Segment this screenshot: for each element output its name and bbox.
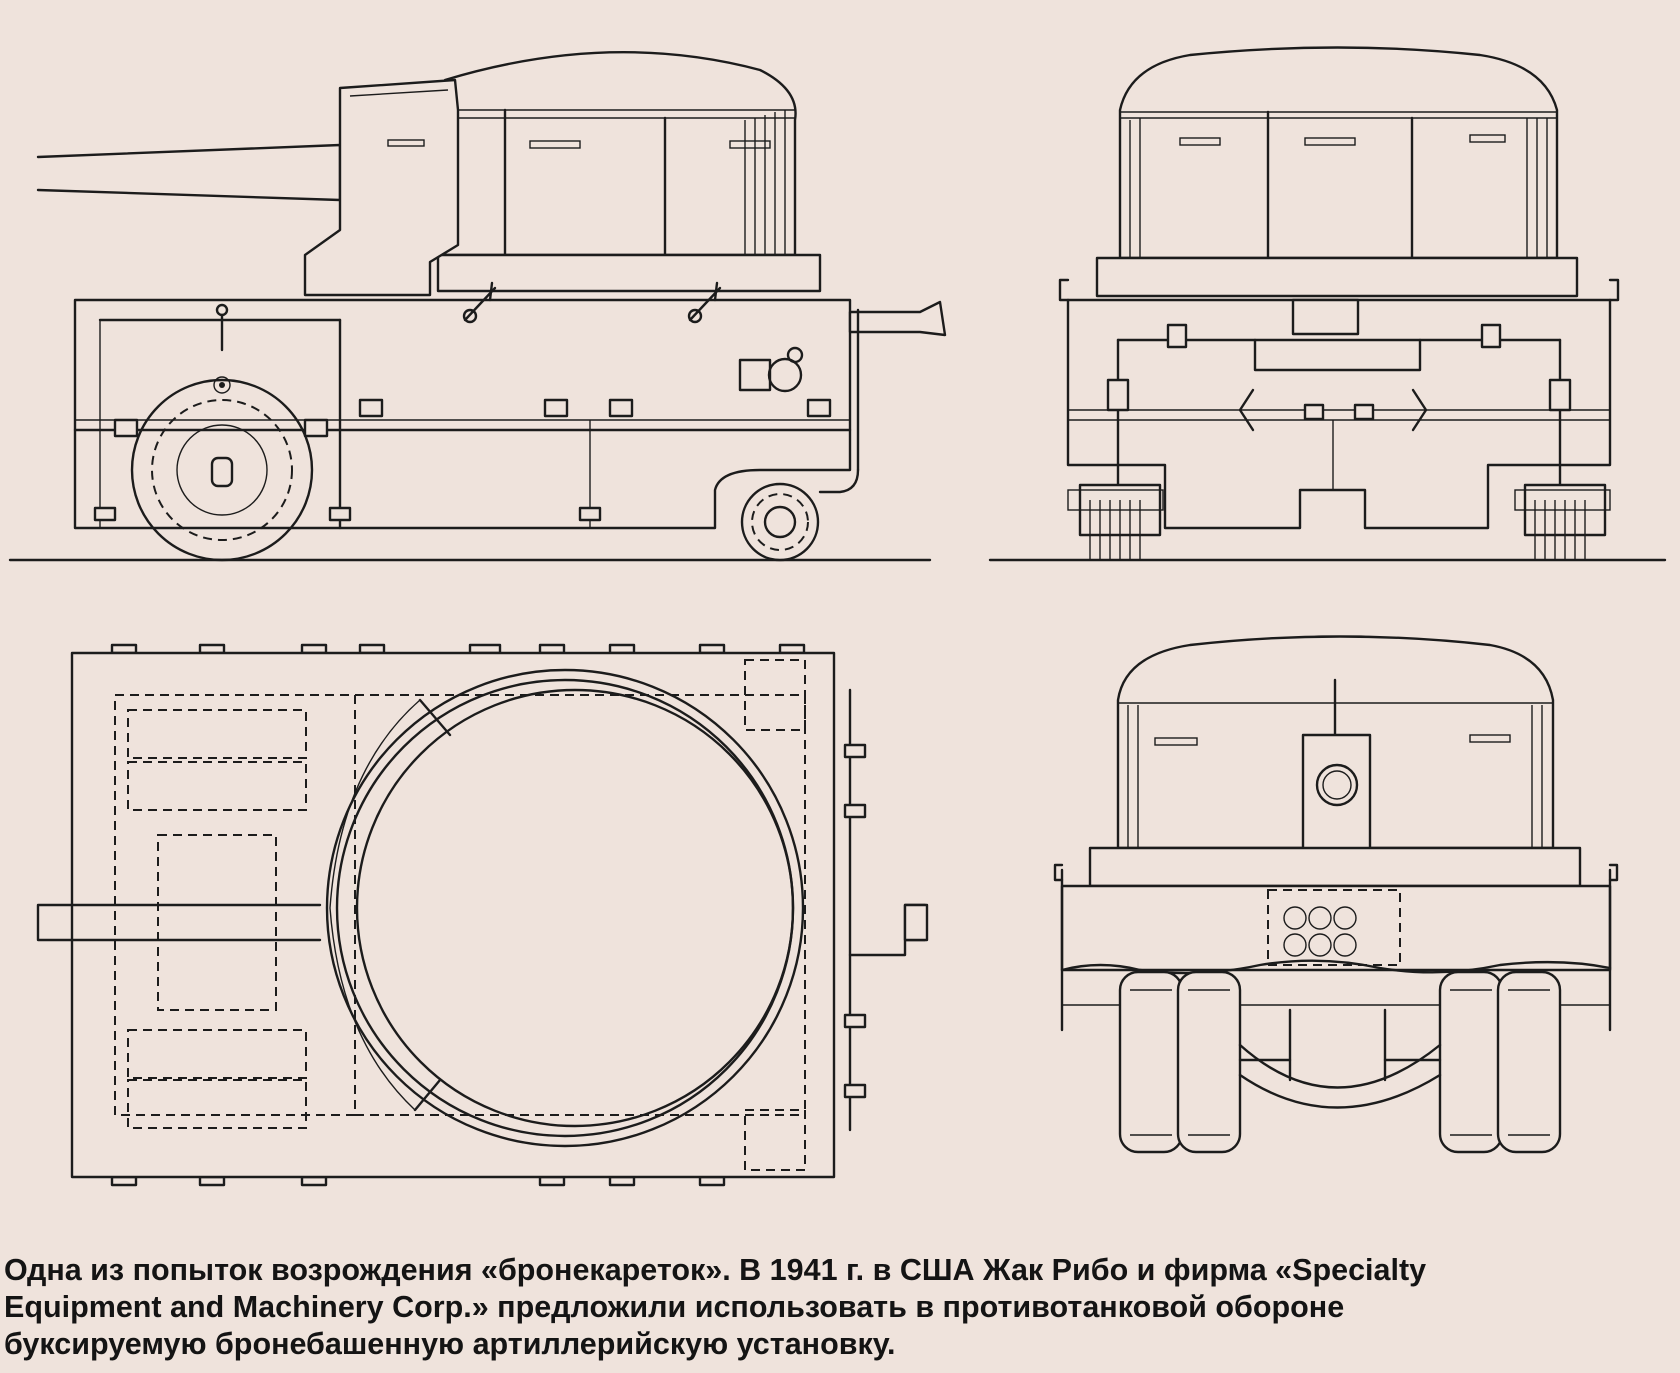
plan-gun-barrel — [36, 903, 322, 942]
drawing-canvas — [8, 46, 1667, 1187]
caption-line-3: буксируемую бронебашенную артиллерийскую… — [4, 1327, 896, 1361]
plan-view — [36, 643, 929, 1187]
gun-barrel — [36, 143, 342, 202]
rear-turret-base — [1095, 256, 1579, 298]
front-turret-base — [1088, 846, 1582, 888]
rear-wheel-left — [1067, 483, 1164, 560]
turret-base-ring — [436, 253, 822, 293]
turret-dome — [443, 51, 797, 257]
rear-elevation-view — [988, 46, 1667, 562]
side-elevation-view — [8, 51, 947, 562]
technical-drawing — [8, 46, 1667, 1187]
rear-turret-dome — [1118, 46, 1559, 260]
front-elevation-view — [1053, 635, 1619, 1154]
caption-line-2: Equipment and Machinery Corp.» предложил… — [4, 1290, 1345, 1324]
front-hull — [1060, 884, 1612, 972]
road-wheel-large — [130, 378, 314, 562]
plan-turret-ring-inner — [355, 688, 795, 1128]
front-track-right — [1438, 970, 1562, 1154]
tow-bar — [848, 300, 947, 337]
front-track-left — [1118, 970, 1242, 1154]
plan-turret-ring-outer — [325, 668, 805, 1148]
hull-body — [73, 298, 852, 530]
front-gun-port — [1301, 733, 1372, 852]
plan-hull-outline — [70, 651, 836, 1179]
road-wheel-small — [740, 482, 820, 562]
caption-line-1: Одна из попыток возрождения «бронекарето… — [4, 1253, 1427, 1287]
figure-caption: Одна из попыток возрождения «бронекарето… — [4, 1252, 1674, 1363]
rear-hull — [1066, 298, 1612, 530]
gun-mantlet — [303, 78, 460, 297]
rear-wheel-right — [1514, 483, 1611, 560]
